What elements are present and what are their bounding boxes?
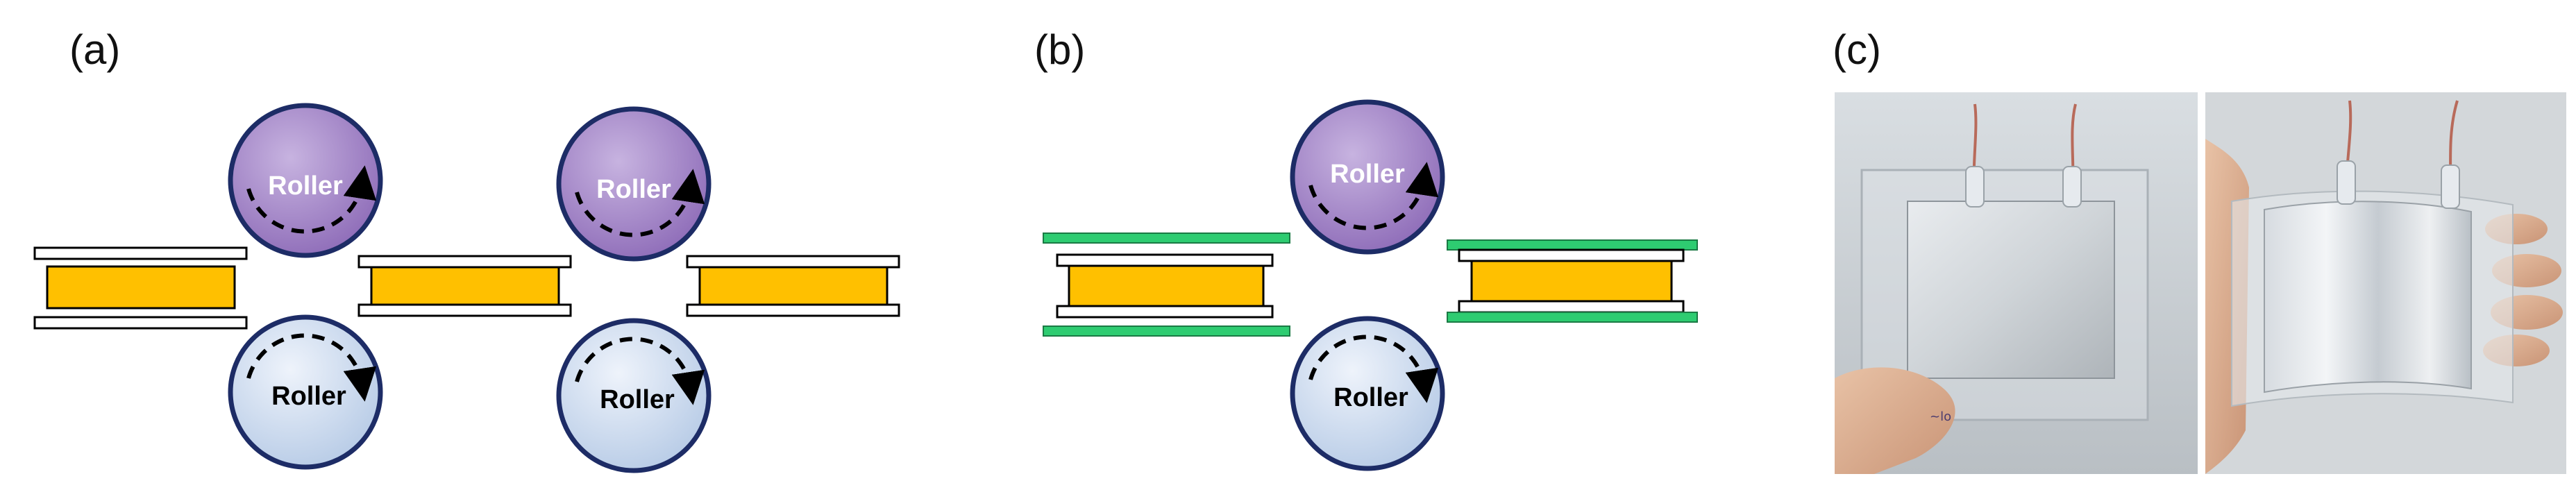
stack-a3 — [686, 255, 900, 317]
curved-electrode-film — [2264, 201, 2472, 394]
bottom-plate — [686, 303, 900, 317]
panel-a-diagram: Roller Roller Roller Roller — [33, 103, 900, 473]
electrode-film — [1907, 201, 2115, 379]
rotation-arrow-icon — [575, 169, 705, 237]
roller-label: Roller — [271, 382, 346, 411]
roller-top-2: Roller — [556, 106, 712, 262]
core-layer — [46, 265, 236, 310]
contact-tab-left — [2337, 160, 2356, 205]
core-layer — [1068, 264, 1265, 307]
roller-circle — [1290, 316, 1445, 471]
top-plate — [1458, 248, 1685, 262]
roller-circle — [228, 103, 383, 258]
roller-bottom-1: Roller — [228, 314, 383, 470]
core-layer — [1470, 260, 1673, 303]
stack-b2 — [1447, 239, 1698, 323]
bottom-plate — [1458, 300, 1685, 314]
panel-b-diagram: Roller Roller — [1043, 99, 1698, 471]
panel-a-label: (a) — [69, 26, 120, 73]
panel-b-label: (b) — [1034, 26, 1085, 73]
core-layer — [370, 266, 560, 306]
stack-b1 — [1043, 232, 1290, 337]
top-plate — [357, 255, 572, 269]
top-plate — [686, 255, 900, 269]
bottom-plate — [1056, 305, 1274, 319]
roller-label: Roller — [596, 175, 671, 204]
roller-circle — [228, 314, 383, 470]
stack-a1 — [33, 246, 248, 330]
roller-circle — [1290, 99, 1445, 255]
photo-left-caption: ~lo — [1930, 409, 1951, 424]
roller-label: Roller — [268, 171, 343, 201]
panel-c-label: (c) — [1833, 26, 1881, 73]
rotation-arrow-icon — [1308, 162, 1439, 230]
photo-left: ~lo — [1835, 92, 2198, 474]
roller-label: Roller — [600, 385, 675, 414]
rotation-arrow-icon — [1308, 335, 1439, 403]
rotation-arrow-icon — [246, 333, 377, 402]
roller-label: Roller — [1333, 383, 1408, 412]
rotation-arrow-icon — [575, 337, 705, 405]
roller-top-1: Roller — [228, 103, 383, 258]
green-film-top — [1447, 239, 1698, 251]
top-plate — [1056, 253, 1274, 267]
top-plate — [33, 246, 248, 260]
roller-bottom-b: Roller — [1290, 316, 1445, 471]
contact-tab-left — [1965, 166, 1985, 208]
roller-circle — [556, 106, 712, 262]
bottom-plate — [357, 303, 572, 317]
photo-right — [2205, 92, 2566, 474]
hand-thumb — [1835, 367, 1955, 474]
contact-tab-right — [2062, 166, 2082, 208]
green-film-top — [1043, 232, 1290, 244]
roller-label: Roller — [1330, 160, 1405, 189]
stack-a2 — [357, 255, 572, 317]
core-layer — [698, 266, 889, 306]
green-film-bottom — [1043, 325, 1290, 337]
roller-top-b: Roller — [1290, 99, 1445, 255]
contact-tab-right — [2441, 164, 2460, 209]
rotation-arrow-icon — [246, 165, 377, 234]
roller-bottom-2: Roller — [556, 318, 712, 473]
bottom-plate — [33, 316, 248, 330]
green-film-bottom — [1447, 312, 1698, 323]
roller-circle — [556, 318, 712, 473]
